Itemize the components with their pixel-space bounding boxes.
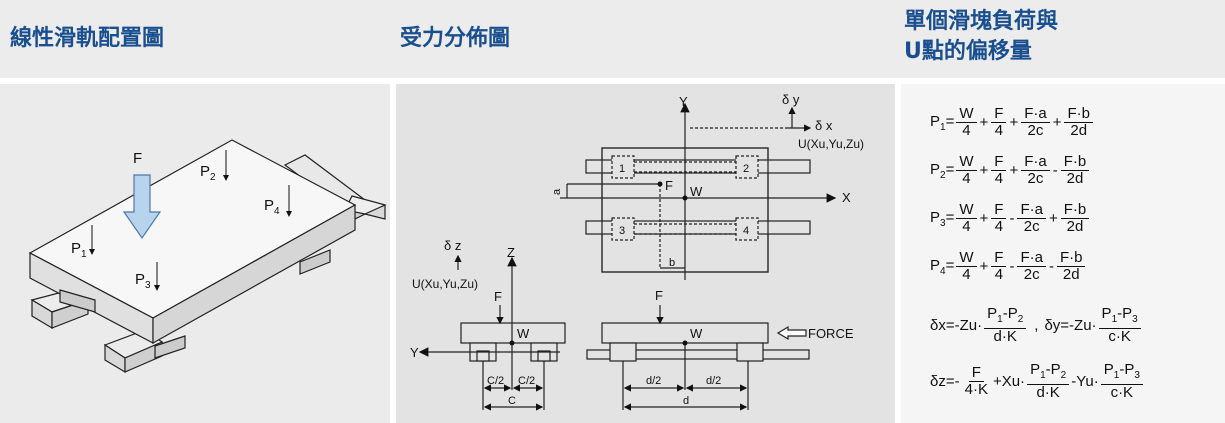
top-y-axis: Y (679, 94, 688, 109)
front-view-table (601, 322, 769, 344)
side-view (418, 254, 566, 411)
front-weight: W (690, 326, 703, 341)
iso-force-arrow (122, 174, 162, 240)
table-side-face (152, 203, 356, 345)
side-c: C (508, 395, 516, 407)
iso-p1-label: P1 (71, 240, 87, 260)
iso-p4-label: P4 (264, 197, 280, 217)
iso-assembly (28, 139, 387, 374)
top-delta-y: δ y (782, 92, 800, 107)
panel-formulas (901, 84, 1225, 423)
top-b-dim: b (669, 257, 675, 269)
top-view (560, 102, 837, 280)
front-view-rail (586, 349, 810, 360)
top-weight: W (690, 184, 703, 199)
block-3: 3 (619, 225, 625, 237)
side-c-half-left: C/2 (487, 375, 504, 387)
top-x-axis: X (842, 190, 851, 205)
diagram-drawings: F P2 P4 P1 P3 (28, 92, 864, 411)
header-bar: 線性滑軌配置圖 受力分佈圖 單個滑塊負荷與 U點的偏移量 (0, 0, 1225, 78)
side-view-table (460, 322, 566, 344)
side-y-axis: Y (410, 345, 419, 360)
title-load-line1: 單個滑塊負荷與 (904, 9, 1059, 34)
iso-p2-label: P2 (200, 163, 216, 183)
formula-lhs: P2= (930, 160, 955, 181)
front-d-half-left: d/2 (646, 375, 661, 387)
title-load-line2: U點的偏移量 (904, 39, 1032, 64)
block-2: 2 (743, 163, 749, 175)
top-u-label: U(Xu,Yu,Zu) (798, 137, 864, 151)
iso-p3-label: P3 (135, 271, 151, 291)
side-force: F (494, 289, 502, 304)
front-d-half-right: d/2 (706, 375, 721, 387)
formula-lhs: P1= (930, 112, 955, 133)
side-c-half-right: C/2 (518, 375, 535, 387)
front-force: F (655, 288, 663, 303)
formula-lhs: P3= (930, 208, 955, 229)
title-rail-layout: 線性滑軌配置圖 (10, 26, 165, 51)
front-d: d (683, 395, 689, 407)
iso-force-label: F (133, 150, 142, 167)
top-a-dim: a (551, 188, 563, 195)
front-view (586, 305, 810, 411)
top-force: F (665, 178, 673, 193)
side-delta-z: δ z (444, 238, 461, 253)
side-weight: W (517, 326, 530, 341)
side-u-label: U(Xu,Yu,Zu) (412, 277, 478, 291)
block-1: 1 (619, 163, 625, 175)
side-z-axis: Z (507, 245, 515, 260)
front-force-arrow-label: FORCE (808, 326, 854, 341)
block-4: 4 (743, 225, 749, 237)
top-delta-x: δ x (815, 118, 833, 133)
formula-lhs: P4= (930, 256, 955, 277)
title-force-distribution: 受力分佈圖 (400, 26, 511, 51)
